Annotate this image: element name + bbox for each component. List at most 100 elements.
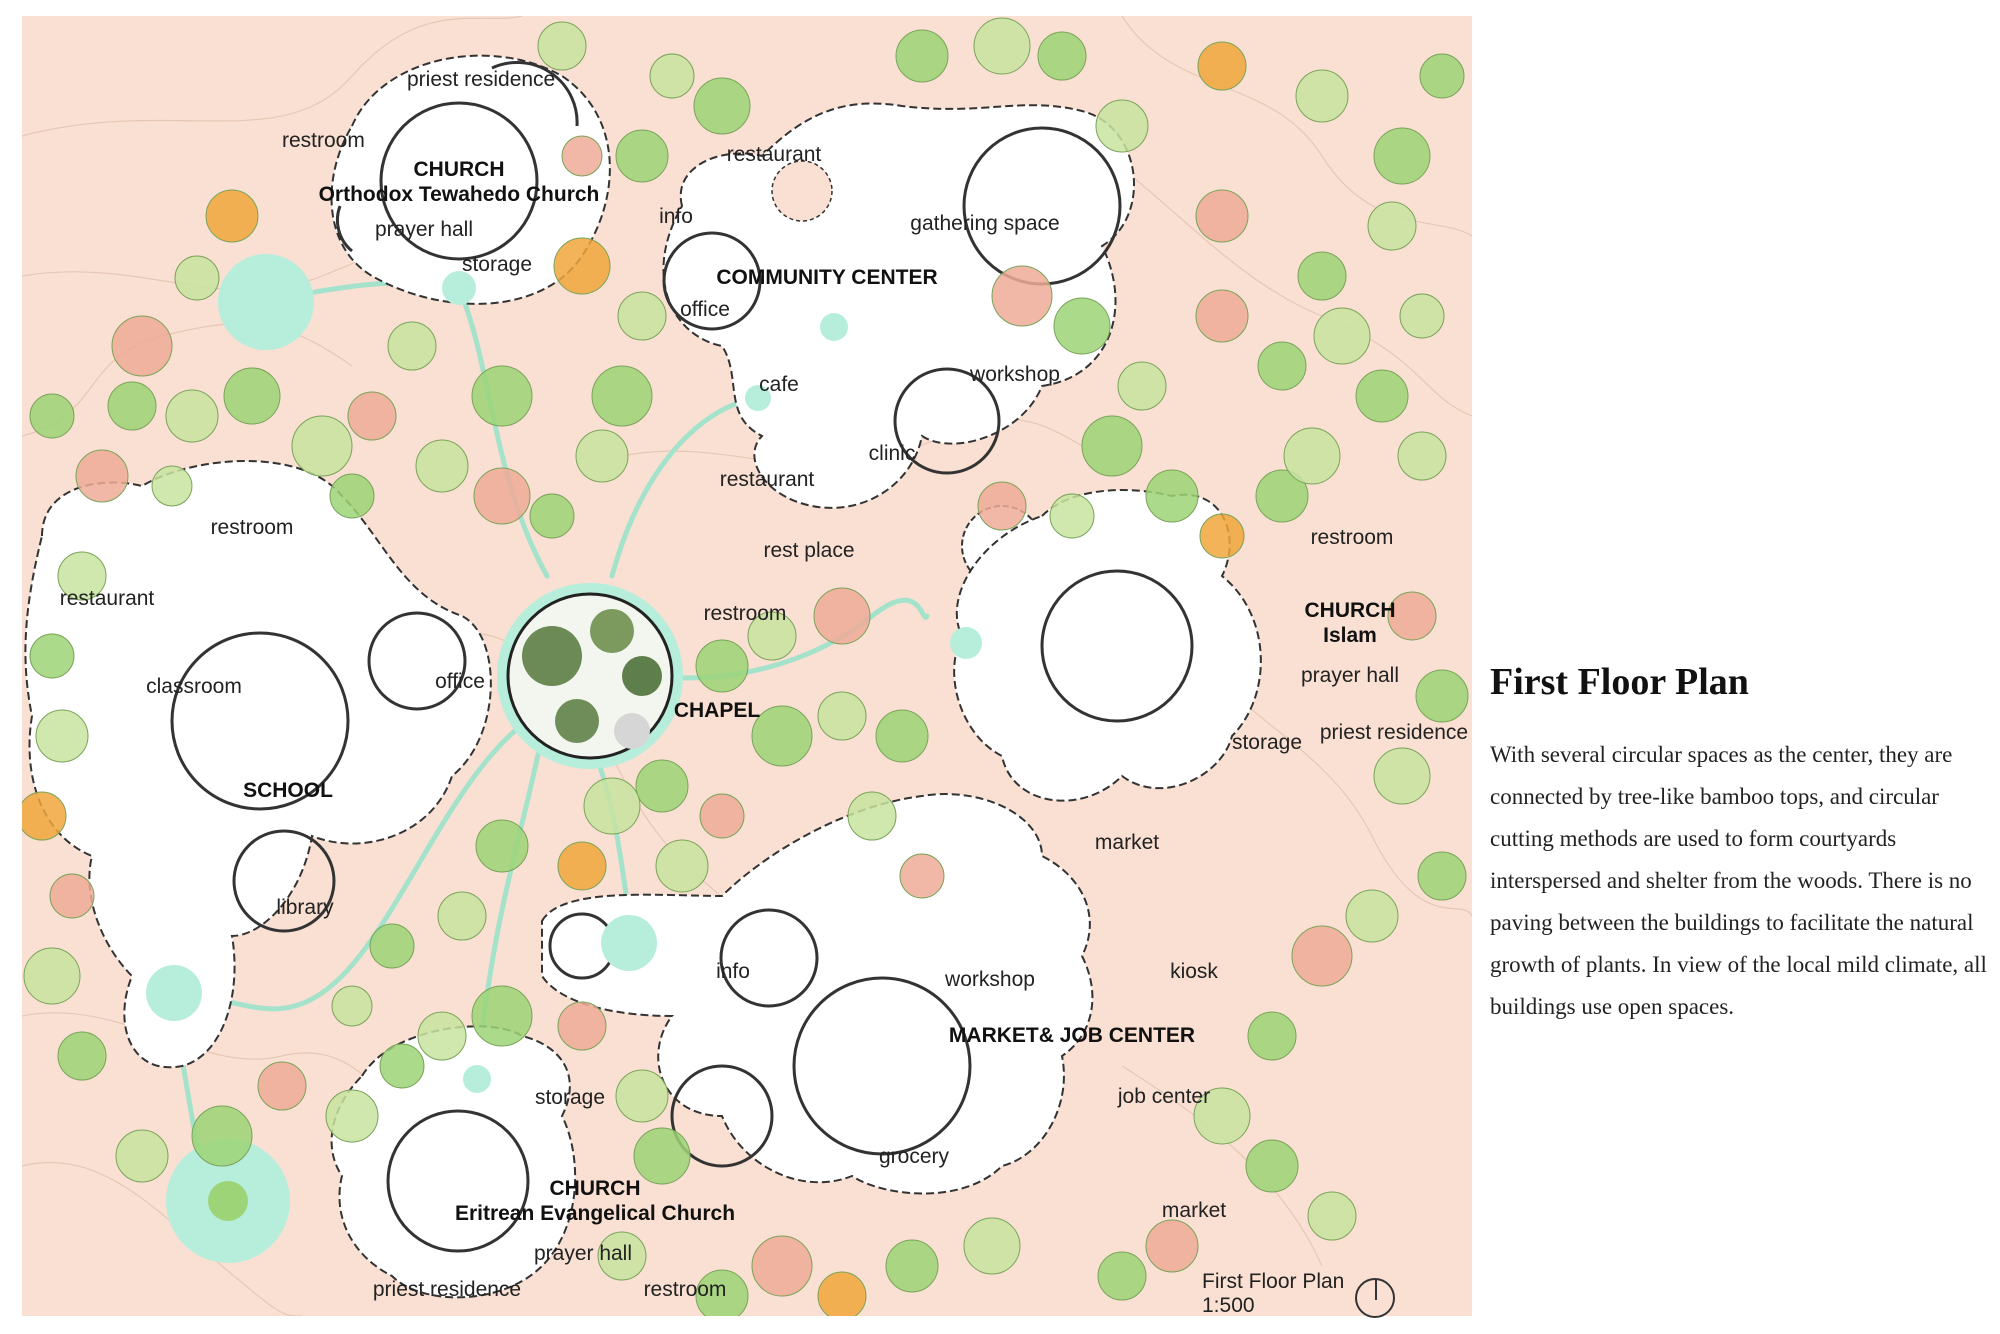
tree-canopy: [895, 29, 949, 83]
tree-canopy: [29, 633, 75, 679]
tree-canopy: [817, 691, 867, 741]
tree-canopy: [151, 465, 193, 507]
label-community-workshop: workshop: [969, 363, 1060, 386]
tree-canopy: [695, 639, 749, 693]
tree-canopy: [693, 77, 751, 135]
tree-canopy: [1193, 1087, 1251, 1145]
path-chapel-school: [171, 718, 530, 1012]
tree-canopy: [1417, 851, 1467, 901]
community-courtyard-small: [745, 385, 771, 411]
building-school: [24, 254, 492, 1263]
label-market-workshop: workshop: [944, 968, 1035, 991]
market-workshop-ring: [719, 908, 819, 1008]
label-kiosk: kiosk: [1170, 960, 1218, 983]
label-school-restaurant: restaurant: [60, 587, 155, 610]
tree-canopy: [1145, 1219, 1199, 1273]
label-community-restroom: restroom: [704, 602, 787, 625]
tree-canopy: [437, 891, 487, 941]
tree-canopy: [557, 841, 607, 891]
tree-canopy: [649, 53, 695, 99]
tree-canopy: [1419, 53, 1465, 99]
tree-canopy: [699, 793, 745, 839]
tree-canopy: [557, 1001, 607, 1051]
tree-canopy: [29, 393, 75, 439]
tree-canopy: [473, 467, 531, 525]
tree-canopy: [561, 135, 603, 177]
building-community-center: [662, 102, 1135, 587]
site-plan: priest residence restroom CHURCH Orthodo…: [22, 16, 1472, 1316]
north-arrow-icon: [1355, 1278, 1395, 1318]
label-clinic: clinic: [869, 442, 916, 465]
tree-canopy: [174, 255, 220, 301]
tree-canopy: [57, 1031, 107, 1081]
label-eritrean-title: CHURCH: [550, 1177, 641, 1200]
label-classroom: classroom: [146, 675, 242, 698]
site-plan-drawing: priest residence restroom CHURCH Orthodo…: [22, 16, 1472, 1316]
label-orthodox-prayer-hall: prayer hall: [375, 218, 473, 241]
tree-canopy: [347, 391, 397, 441]
description-body: With several circular spaces as the cent…: [1490, 742, 1987, 1019]
label-eritrean-prayer-hall: prayer hall: [534, 1242, 632, 1265]
label-islam-priest-residence: priest residence: [1320, 721, 1468, 744]
label-library: library: [276, 896, 334, 919]
label-eritrean-priest-residence: priest residence: [373, 1278, 521, 1301]
tree-canopy: [973, 17, 1031, 75]
label-market-info: info: [716, 960, 750, 983]
tree-canopy: [575, 429, 629, 483]
tree-canopy: [1387, 591, 1437, 641]
tree-canopy: [885, 1239, 939, 1293]
tree-canopy: [1053, 297, 1111, 355]
tree-canopy: [633, 1127, 691, 1185]
tree-canopy: [471, 985, 533, 1047]
plan-caption-text: First Floor Plan: [1202, 1270, 1345, 1293]
tree-canopy: [1095, 99, 1149, 153]
tree-canopy: [1313, 307, 1371, 365]
tree-canopy: [1255, 469, 1309, 523]
label-orthodox-priest-residence: priest residence: [407, 68, 555, 91]
label-school-office: office: [435, 670, 485, 693]
description-title: First Floor Plan: [1490, 661, 1749, 703]
clinic-ring: [893, 367, 1001, 475]
tree-canopy: [1245, 1139, 1299, 1193]
tree-canopy: [1247, 1011, 1297, 1061]
tree-canopy: [1097, 1251, 1147, 1301]
tree-canopies: [22, 17, 1469, 1316]
label-gathering-space: gathering space: [910, 212, 1059, 235]
plan-caption-block: First Floor Plan 1:500: [1202, 1270, 1344, 1318]
tree-canopy: [615, 1069, 669, 1123]
tree-canopy: [475, 819, 529, 873]
community-courtyard: [820, 313, 848, 341]
tree-canopy: [1117, 361, 1167, 411]
tree-canopy: [963, 1217, 1021, 1275]
tree-canopy: [1399, 293, 1445, 339]
tree-canopy: [329, 473, 375, 519]
tree-canopy: [415, 439, 469, 493]
tree-canopy: [1297, 251, 1347, 301]
tree-canopy: [379, 1043, 425, 1089]
tree-canopy: [977, 481, 1027, 531]
market-courtyard: [601, 915, 657, 971]
tree-canopy: [553, 237, 611, 295]
tree-canopy: [991, 265, 1053, 327]
tree-canopy: [22, 791, 67, 841]
tree-canopy: [615, 129, 669, 183]
building-orthodox-church: [330, 54, 611, 305]
tree-canopy: [1307, 1191, 1357, 1241]
tree-canopy: [529, 493, 575, 539]
label-community-title: COMMUNITY CENTER: [716, 266, 937, 289]
label-orthodox-restroom: restroom: [282, 129, 365, 152]
tree-canopy: [417, 1011, 467, 1061]
tree-canopy: [291, 415, 353, 477]
building-islam-church: [950, 489, 1262, 802]
tree-canopy: [617, 291, 667, 341]
tree-canopy: [1283, 427, 1341, 485]
tree-canopy: [111, 315, 173, 377]
islam-courtyard: [950, 627, 982, 659]
tree-canopy: [1397, 431, 1447, 481]
tree-canopy: [751, 705, 813, 767]
tree-canopy: [1345, 889, 1399, 943]
tree-canopy: [591, 365, 653, 427]
label-market-title: MARKET& JOB CENTER: [949, 1024, 1195, 1047]
tree-canopy: [1257, 341, 1307, 391]
tree-canopy: [597, 1231, 647, 1281]
